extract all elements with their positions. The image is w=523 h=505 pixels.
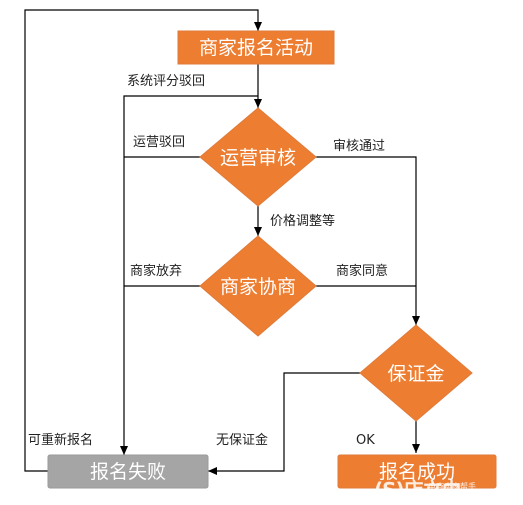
edge-label-ops-reject: 运营驳回 <box>133 135 185 150</box>
node-fail: 报名失败 <box>47 454 209 489</box>
edge-label-no-deposit: 无保证金 <box>216 432 268 448</box>
watermark-logo: (S)店立由 <box>374 478 462 502</box>
node-deposit-label: 保证金 <box>387 363 444 385</box>
node-review: 运营审核 <box>199 107 317 207</box>
node-review-label: 运营审核 <box>220 147 296 169</box>
edge-label-merchant-abandon: 商家放弃 <box>130 263 182 279</box>
edge-label-price-adjust: 价格调整等 <box>270 213 335 229</box>
watermark-text: 电商卖家帮手 <box>428 482 476 491</box>
watermark: (S)店立由 电商卖家帮手 <box>374 472 520 502</box>
edge-label-ok: OK <box>356 433 375 448</box>
node-success-label: 报名成功 <box>379 461 455 483</box>
node-deposit: 保证金 <box>359 324 473 422</box>
connector-system-reject <box>120 95 258 455</box>
node-fail-label: 报名失败 <box>90 461 166 483</box>
connector-no-deposit <box>208 372 360 475</box>
node-success: 报名成功 <box>337 454 497 489</box>
node-negotiate-label: 商家协商 <box>220 276 296 298</box>
connectors <box>24 9 420 475</box>
connector-reapply-loop <box>24 9 262 472</box>
edge-label-merchant-agree: 商家同意 <box>336 263 388 279</box>
node-signup: 商家报名活动 <box>177 30 335 65</box>
edge-label-review-pass: 审核通过 <box>333 139 385 154</box>
connector-review-pass <box>316 156 420 325</box>
edge-label-system-reject: 系统评分驳回 <box>127 74 205 89</box>
node-signup-label: 商家报名活动 <box>199 37 313 59</box>
node-negotiate: 商家协商 <box>199 235 317 337</box>
edge-label-reapply: 可重新报名 <box>28 432 93 448</box>
